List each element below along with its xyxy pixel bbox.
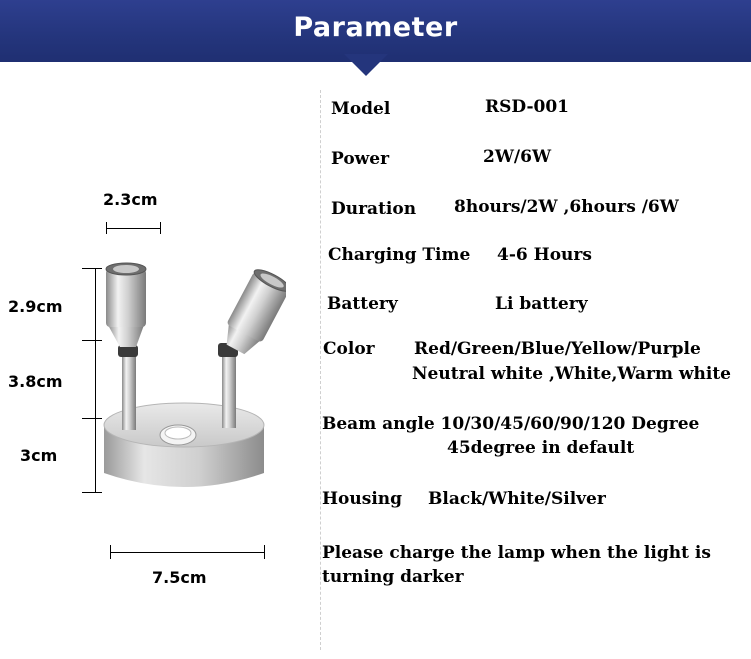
spec-color-value-line2: Neutral white ,White,Warm white (412, 364, 731, 384)
page-title: Parameter (293, 12, 458, 43)
spec-housing-value: Black/White/Silver (428, 489, 606, 509)
spec-duration-value: 8hours/2W ,6hours /6W (454, 197, 679, 217)
spec-model-label: Model (331, 99, 391, 119)
dim-tick (106, 222, 107, 234)
dim-top-width-label: 2.3cm (103, 190, 158, 209)
spec-power-value: 2W/6W (483, 147, 552, 167)
dim-tick (82, 418, 102, 419)
dim-arm-height-label: 3.8cm (8, 372, 63, 391)
dim-top-width-line (106, 228, 160, 229)
header-banner (0, 0, 751, 62)
spec-duration-label: Duration (331, 199, 417, 219)
lamp-product-image (103, 262, 286, 487)
dim-tick (82, 340, 102, 341)
column-divider (320, 90, 321, 650)
spec-battery-value: Li battery (495, 294, 588, 314)
dim-tick (110, 545, 111, 559)
spec-battery-label: Battery (327, 294, 398, 314)
spec-beam-line1: Beam angle 10/30/45/60/90/120 Degree (322, 414, 700, 434)
spec-power-label: Power (331, 149, 390, 169)
dim-base-width-line (110, 552, 264, 553)
spec-color-label: Color (323, 339, 375, 359)
note-line1: Please charge the lamp when the light is (322, 543, 711, 563)
dim-tick (82, 492, 102, 493)
dim-base-width-label: 7.5cm (152, 568, 207, 587)
spec-charging-label: Charging Time (328, 245, 471, 265)
dim-head-height-label: 2.9cm (8, 297, 63, 316)
dim-tick (82, 268, 102, 269)
note-line2: turning darker (322, 567, 464, 587)
spec-housing-label: Housing (322, 489, 403, 509)
dim-tick (264, 545, 265, 559)
spec-beam-line2: 45degree in default (447, 438, 635, 458)
dim-vertical-line (95, 268, 96, 492)
spec-color-value-line1: Red/Green/Blue/Yellow/Purple (414, 339, 701, 359)
header-notch (344, 54, 388, 76)
dim-base-height-label: 3cm (20, 446, 58, 465)
spec-charging-value: 4-6 Hours (497, 245, 592, 265)
spec-model-value: RSD-001 (485, 97, 570, 117)
dim-tick (160, 222, 161, 234)
